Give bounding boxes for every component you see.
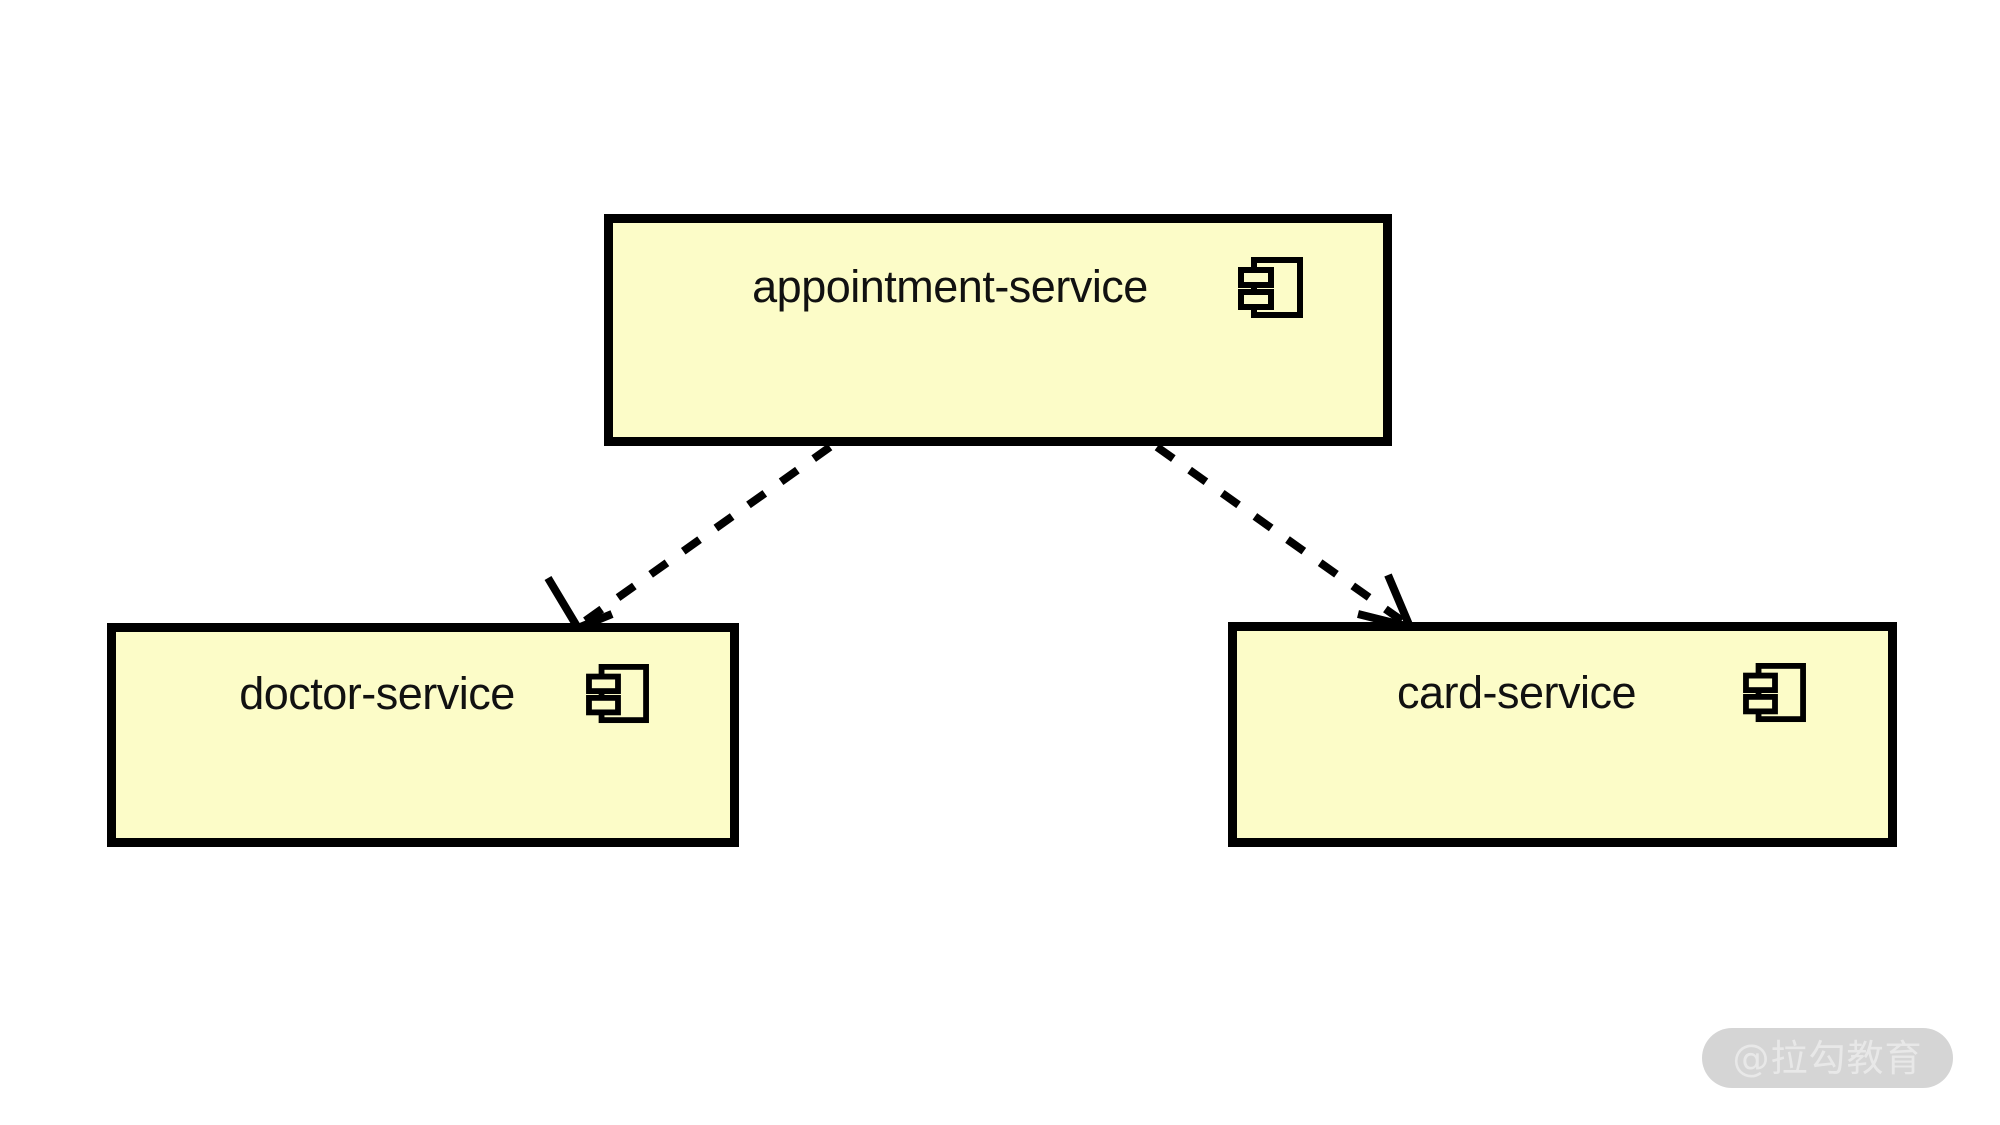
component-card-service[interactable]: card-service [1228,622,1897,847]
component-appointment-service[interactable]: appointment-service [604,214,1392,446]
watermark-badge: @拉勾教育 [1702,1028,1953,1088]
uml-component-icon [586,664,649,724]
uml-component-icon [1238,257,1303,318]
connector-appointment-to-doctor [544,443,833,634]
component-label-doctor-service: doctor-service [239,668,515,719]
uml-component-icon [1743,663,1806,723]
component-doctor-service[interactable]: doctor-service [107,623,739,847]
component-label-card-service: card-service [1396,667,1637,718]
component-label-appointment-service: appointment-service [752,261,1148,312]
watermark-text: @拉勾教育 [1732,1036,1923,1080]
connector-appointment-to-card [1154,443,1417,633]
